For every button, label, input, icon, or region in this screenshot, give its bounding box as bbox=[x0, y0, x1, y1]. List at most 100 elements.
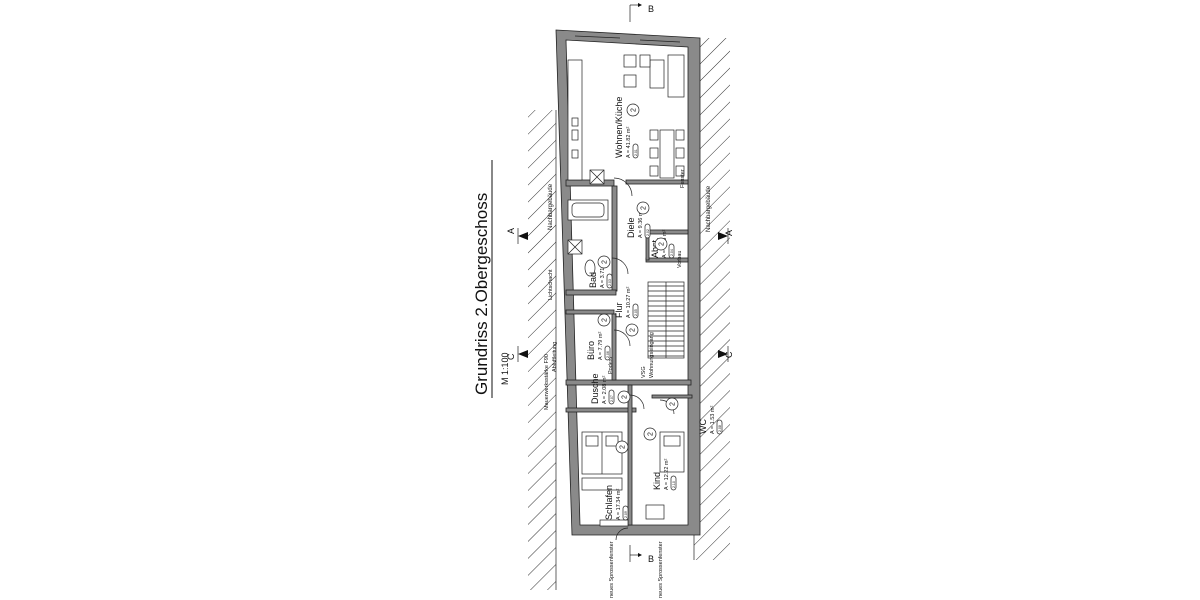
room-area: A = 3.71 m² bbox=[600, 260, 606, 288]
living-furniture bbox=[567, 35, 685, 185]
room-code-badge bbox=[632, 143, 639, 159]
section-label-b-bottom: B bbox=[648, 554, 654, 564]
mauerwerk-label: Mauerwerksstärke F90 bbox=[544, 354, 550, 410]
room-code: 2.06 bbox=[606, 351, 610, 358]
plan-title: Grundriss 2.Obergeschoss M 1:100 bbox=[472, 160, 510, 398]
room-code: 2.05 bbox=[634, 309, 638, 316]
vsg-label: VSG bbox=[641, 366, 647, 378]
section-label-a-left: A bbox=[506, 228, 516, 234]
room-number-circle bbox=[665, 397, 679, 411]
window-note-left: neues Sprossenfenster bbox=[609, 541, 615, 598]
neighbor-hatch-left bbox=[528, 110, 557, 590]
room-code-badge bbox=[622, 505, 629, 521]
room-area: A = 7.79 m² bbox=[598, 332, 604, 360]
room-code-badge bbox=[606, 273, 613, 289]
room-area: A = 9.36 m² bbox=[638, 210, 644, 238]
window-note-right: neues Sprossenfenster bbox=[658, 541, 664, 598]
room-area: A = 2.08 m² bbox=[602, 376, 608, 404]
room-name: Wohnen/Küche bbox=[614, 97, 624, 158]
neighbor-label-right: Nachbargebäude bbox=[706, 185, 712, 232]
room-area: A = 10.27 m² bbox=[626, 286, 632, 318]
room-number: 2 bbox=[670, 402, 677, 406]
room-number: 2 bbox=[602, 318, 609, 322]
room-number: 2 bbox=[622, 395, 629, 399]
vorbau-label: Vorbau bbox=[677, 251, 683, 268]
room-number: 2 bbox=[630, 328, 637, 332]
section-mark-a-left: A bbox=[506, 228, 528, 244]
section-mark-b-top: B bbox=[629, 2, 654, 22]
section-mark-c-right: C bbox=[718, 346, 734, 362]
fenster-label: Fenster bbox=[680, 169, 686, 188]
bathroom-fixtures bbox=[567, 199, 609, 277]
wohnungseingang-label: Wohnungseingang bbox=[649, 332, 655, 378]
room-name: Dusche bbox=[590, 373, 600, 404]
room-code-badge bbox=[668, 243, 675, 259]
neighbor-label-left: Nachbargebäude bbox=[548, 183, 554, 230]
room-code-badge bbox=[604, 345, 611, 361]
section-label-c-right: C bbox=[724, 351, 734, 358]
room-number-circle bbox=[626, 103, 640, 117]
room-name: Abst. bbox=[650, 237, 660, 258]
room-code-badge bbox=[608, 389, 615, 405]
room-code: 2.08 bbox=[718, 425, 722, 432]
bedroom-furniture bbox=[581, 431, 629, 527]
room-name: Diele bbox=[626, 217, 636, 238]
room-name: Schlafen bbox=[604, 485, 614, 520]
section-label-b-top: B bbox=[648, 4, 654, 14]
room-label-abst: Abst.A = 1.98 m²2.042 bbox=[650, 230, 675, 259]
room-code-badge bbox=[670, 475, 677, 491]
section-label-a-right: A bbox=[724, 230, 734, 236]
section-mark-b-bottom: B bbox=[629, 545, 654, 564]
room-number: 2 bbox=[648, 432, 655, 436]
room-number: 2 bbox=[602, 260, 609, 264]
abluft-label: Abluftleitung bbox=[552, 342, 558, 372]
room-number-circle bbox=[636, 201, 650, 215]
room-number-circle bbox=[625, 323, 639, 337]
section-label-c-left: C bbox=[506, 353, 516, 360]
room-code-badge bbox=[716, 419, 723, 435]
room-code: 2.07 bbox=[610, 395, 614, 402]
room-code: 2.01 bbox=[634, 149, 638, 156]
room-name: Kind bbox=[652, 472, 662, 490]
room-number-circle bbox=[597, 313, 611, 327]
annotations: Lichtschacht Mauerwerksstärke F90 Abluft… bbox=[544, 169, 686, 598]
room-code: 2.09 bbox=[624, 511, 628, 518]
room-name: Flur bbox=[614, 302, 624, 318]
room-name: Büro bbox=[586, 341, 596, 360]
room-number-circle bbox=[654, 237, 668, 251]
room-code: 2.10 bbox=[672, 481, 676, 488]
room-area: A = 17.34 m² bbox=[616, 488, 622, 520]
interior-walls bbox=[565, 179, 693, 526]
room-name: Bad bbox=[588, 272, 598, 288]
room-area: A = 1.53 m² bbox=[710, 406, 716, 434]
room-number: 2 bbox=[659, 242, 666, 246]
podest-label: Podest bbox=[608, 356, 614, 374]
room-number: 2 bbox=[620, 445, 627, 449]
kids-furniture bbox=[645, 431, 685, 520]
room-number-circle bbox=[617, 390, 631, 404]
building-walls bbox=[555, 29, 701, 536]
room-name: WC bbox=[698, 419, 708, 434]
room-area: A = 41.82 m² bbox=[626, 126, 632, 158]
room-area: A = 12.22 m² bbox=[664, 458, 670, 490]
section-mark-a-right: A bbox=[718, 228, 734, 244]
section-marks: B B A A C C bbox=[506, 2, 734, 564]
room-code-badge bbox=[644, 223, 651, 239]
room-number: 2 bbox=[631, 108, 638, 112]
title-text: Grundriss 2.Obergeschoss bbox=[472, 193, 491, 395]
room-code: 2.02 bbox=[646, 229, 650, 236]
room-number-circle bbox=[615, 440, 629, 454]
room-code: 2.04 bbox=[670, 249, 674, 256]
lichtschacht-label: Lichtschacht bbox=[548, 269, 554, 300]
staircase bbox=[647, 281, 685, 359]
